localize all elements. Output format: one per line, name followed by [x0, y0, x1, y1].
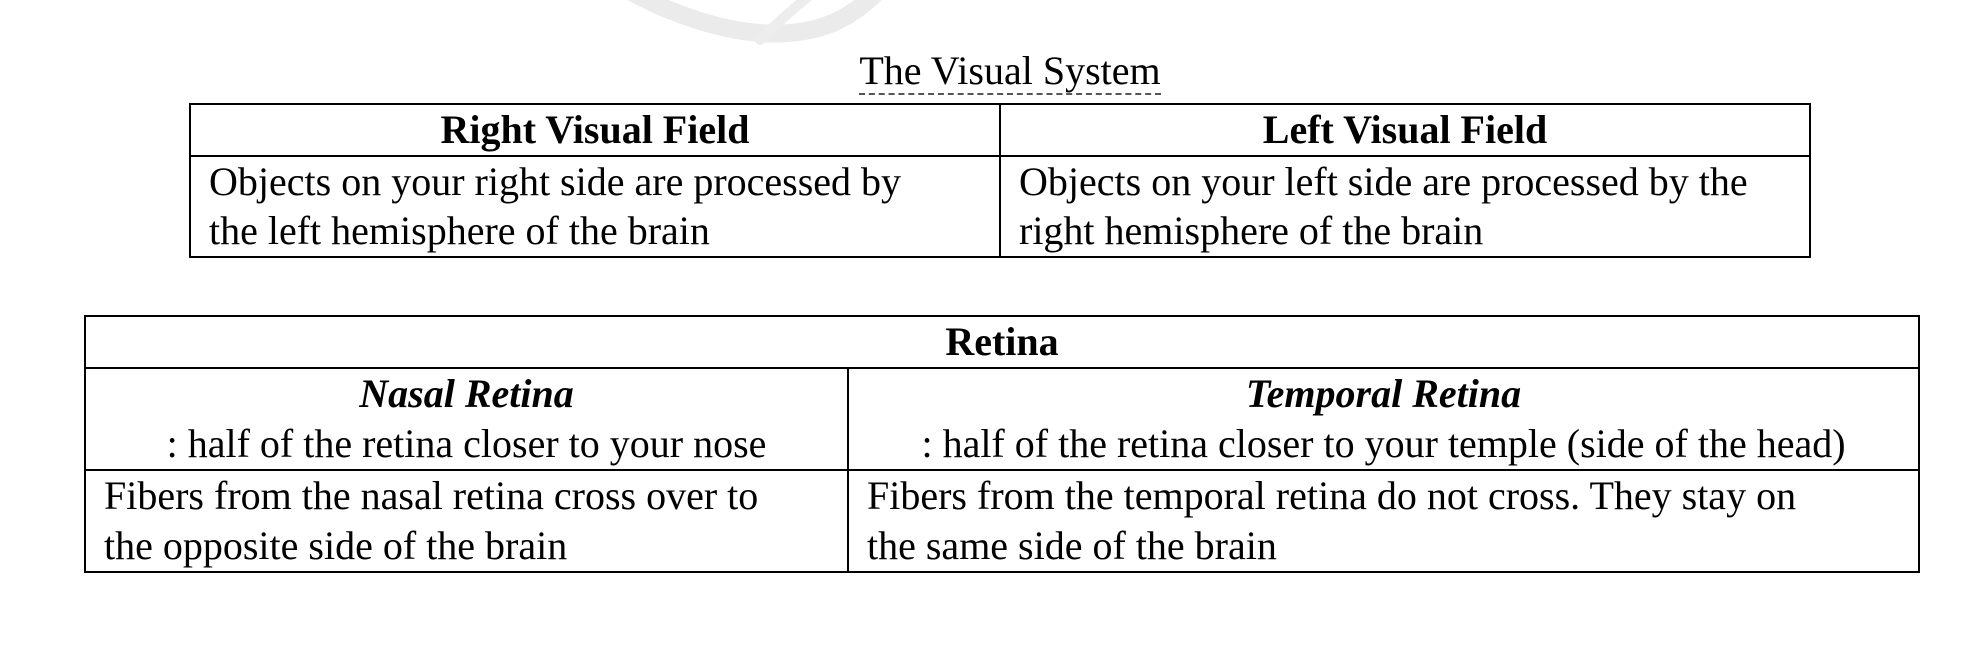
visual-field-row: Objects on your right side are processed…	[189, 155, 1811, 258]
nasal-retina-desc: : half of the retina closer to your nose	[166, 421, 767, 466]
retina-subheader-row: Nasal Retina : half of the retina closer…	[84, 367, 1921, 471]
temporal-fiber-cell: Fibers from the temporal retina do not c…	[846, 469, 1921, 573]
temporal-retina-header: Temporal Retina : half of the retina clo…	[846, 367, 1921, 471]
nasal-retina-header: Nasal Retina : half of the retina closer…	[84, 367, 849, 471]
cell-line: the same side of the brain	[867, 523, 1277, 568]
page-title-text: The Visual System	[859, 48, 1161, 95]
retina-header-row: Retina	[83, 315, 1921, 369]
retina-table: Retina Nasal Retina : half of the retina…	[83, 315, 1921, 573]
cell-line: Objects on your right side are processed…	[209, 159, 902, 204]
cell-line: Objects on your left side are processed …	[1019, 159, 1748, 204]
cell-line: right hemisphere of the brain	[1019, 208, 1484, 253]
retina-header: Retina	[83, 315, 1921, 369]
temporal-retina-title: Temporal Retina	[1245, 371, 1522, 416]
page-title: The Visual System	[0, 46, 1986, 96]
right-visual-field-header: Right Visual Field	[189, 103, 1001, 157]
left-visual-field-header: Left Visual Field	[999, 103, 1811, 157]
cell-line: the left hemisphere of the brain	[209, 208, 710, 253]
cell-line: Fibers from the temporal retina do not c…	[867, 473, 1797, 518]
right-visual-field-cell: Objects on your right side are processed…	[189, 155, 1001, 258]
temporal-retina-desc: : half of the retina closer to your temp…	[921, 421, 1846, 466]
visual-field-table: Right Visual Field Left Visual Field Obj…	[189, 103, 1811, 258]
nasal-fiber-cell: Fibers from the nasal retina cross over …	[84, 469, 849, 573]
left-visual-field-cell: Objects on your left side are processed …	[999, 155, 1811, 258]
cell-line: Fibers from the nasal retina cross over …	[104, 473, 759, 518]
cell-line: the opposite side of the brain	[104, 523, 568, 568]
retina-fiber-row: Fibers from the nasal retina cross over …	[84, 469, 1921, 573]
nasal-retina-title: Nasal Retina	[359, 371, 574, 416]
visual-field-header-row: Right Visual Field Left Visual Field	[189, 103, 1811, 157]
